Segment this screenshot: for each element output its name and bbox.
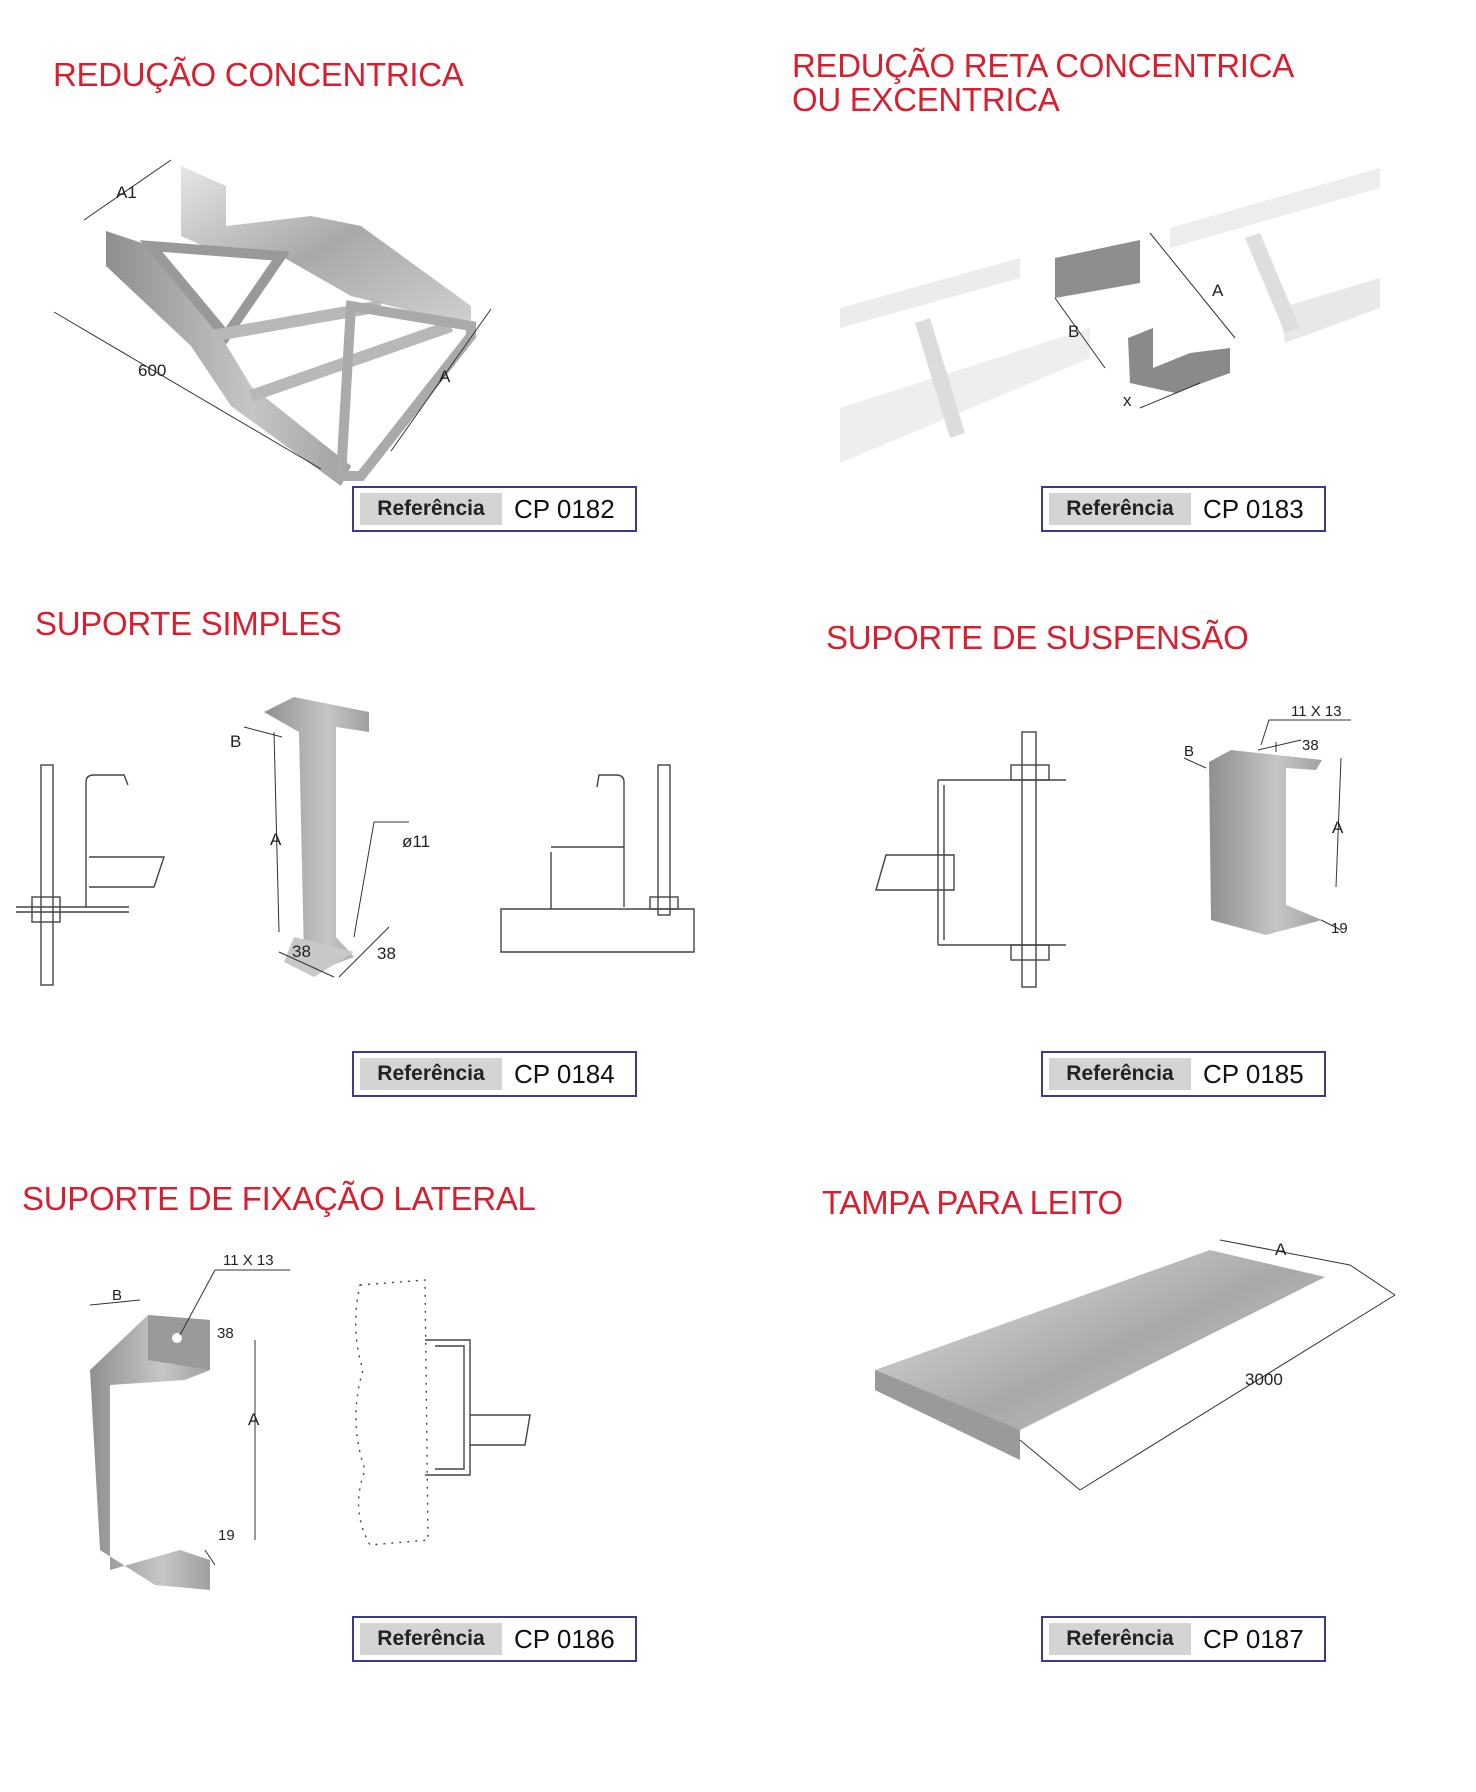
title-line-1: REDUÇÃO RETA CONCENTRICA <box>792 47 1294 84</box>
reference-box-cp0186: Referência CP 0186 <box>352 1616 637 1662</box>
dim-label-38-right: 38 <box>377 944 396 963</box>
reference-label: Referência <box>360 1058 502 1090</box>
reference-label: Referência <box>360 493 502 525</box>
reference-label: Referência <box>1049 1058 1191 1090</box>
reference-code: CP 0183 <box>1203 494 1304 524</box>
suporte-suspensao-illustration: 11 X 13 B 38 A 19 <box>875 703 1351 988</box>
dim-label-a: A <box>270 830 282 849</box>
dim-label-11x13: 11 X 13 <box>1291 703 1342 720</box>
dim-label-a: A <box>1275 1240 1287 1259</box>
reference-label: Referência <box>1049 1623 1191 1655</box>
reducao-reta-illustration: B A x <box>840 168 1380 463</box>
dim-label-a1: A1 <box>116 183 137 202</box>
reference-code: CP 0187 <box>1203 1624 1304 1654</box>
reference-label: Referência <box>360 1623 502 1655</box>
dim-label-38: 38 <box>1302 737 1319 754</box>
reducao-concentrica-illustration: A1 600 A <box>53 159 492 486</box>
reference-label: Referência <box>1049 493 1191 525</box>
suporte-simples-illustration: B A ø11 38 38 <box>16 697 695 986</box>
dim-label-19: 19 <box>218 1527 235 1544</box>
product-title-tampa-para-leito: TAMPA PARA LEITO <box>822 1184 1123 1221</box>
product-title-reducao-reta: REDUÇÃO RETA CONCENTRICA OU EXCENTRICA <box>792 49 1294 117</box>
dim-label-a: A <box>439 367 451 386</box>
dim-label-38: 38 <box>217 1325 234 1342</box>
reference-code: CP 0184 <box>514 1059 615 1089</box>
reference-code: CP 0185 <box>1203 1059 1304 1089</box>
tampa-para-leito-illustration: A 3000 <box>875 1239 1396 1491</box>
dim-label-b: B <box>1184 743 1194 760</box>
reference-code: CP 0186 <box>514 1624 615 1654</box>
dim-label-a: A <box>1212 281 1224 300</box>
product-title-suporte-suspensao: SUPORTE DE SUSPENSÃO <box>826 619 1249 656</box>
dim-label-a: A <box>248 1410 260 1429</box>
product-title-reducao-concentrica: REDUÇÃO CONCENTRICA <box>53 56 464 93</box>
reference-box-cp0182: Referência CP 0182 <box>352 486 637 532</box>
dim-label-600: 600 <box>138 361 166 380</box>
dim-label-x: x <box>1123 391 1132 410</box>
dim-label-19: 19 <box>1331 920 1348 937</box>
title-line-2: OU EXCENTRICA <box>792 81 1060 118</box>
dim-label-38-left: 38 <box>292 942 311 961</box>
product-title-suporte-fixacao-lateral: SUPORTE DE FIXAÇÃO LATERAL <box>22 1180 536 1217</box>
dim-label-b: B <box>1068 322 1079 341</box>
reference-box-cp0185: Referência CP 0185 <box>1041 1051 1326 1097</box>
suporte-fixacao-lateral-illustration: B 11 X 13 38 A 19 <box>89 1252 531 1590</box>
dim-label-diameter: ø11 <box>402 832 430 851</box>
dim-label-11x13: 11 X 13 <box>223 1252 274 1269</box>
dim-label-b: B <box>230 732 241 751</box>
dim-label-b: B <box>112 1287 122 1304</box>
reference-box-cp0183: Referência CP 0183 <box>1041 486 1326 532</box>
reference-box-cp0187: Referência CP 0187 <box>1041 1616 1326 1662</box>
dim-label-3000: 3000 <box>1245 1370 1283 1389</box>
reference-box-cp0184: Referência CP 0184 <box>352 1051 637 1097</box>
product-title-suporte-simples: SUPORTE SIMPLES <box>35 605 342 642</box>
dim-label-a: A <box>1332 818 1344 837</box>
reference-code: CP 0182 <box>514 494 615 524</box>
